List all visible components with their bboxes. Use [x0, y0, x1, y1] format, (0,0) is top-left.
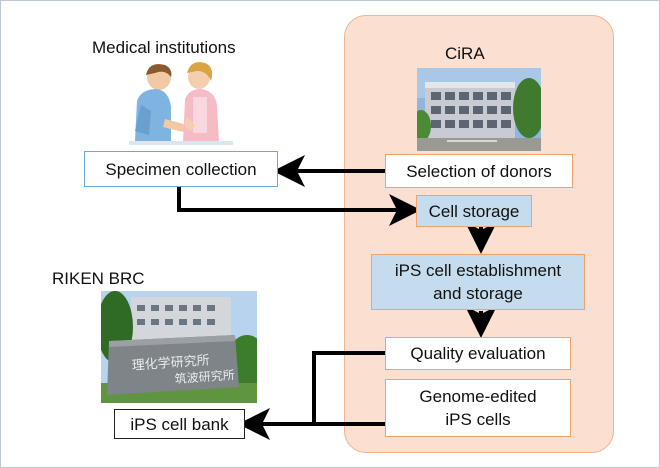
- arrow-specimen-to-storage: [177, 187, 421, 226]
- ips-cell-bank-box: iPS cell bank: [114, 409, 245, 439]
- cira-label: CiRA: [445, 44, 485, 63]
- sign-text-line1: 理化学研究所: [131, 352, 210, 373]
- selection-of-donors-box: Selection of donors: [385, 154, 573, 188]
- riken-brc-photo: 理化学研究所 筑波研究所: [101, 291, 257, 403]
- cell-storage-box: Cell storage: [416, 195, 532, 227]
- genome-edited-line2: iPS cells: [445, 410, 511, 429]
- genome-edited-line1: Genome-edited: [419, 387, 537, 406]
- medical-institutions-label: Medical institutions: [92, 38, 236, 57]
- quality-evaluation-box: Quality evaluation: [385, 337, 571, 370]
- sign-text-line2: 筑波研究所: [174, 367, 235, 386]
- line-quality-to-bank: [312, 351, 385, 424]
- ips-establishment-line1: iPS cell establishment: [394, 261, 562, 280]
- medical-staff-illustration: [129, 62, 233, 145]
- riken-brc-label: RIKEN BRC: [52, 269, 145, 288]
- specimen-collection-box: Specimen collection: [84, 151, 278, 187]
- ips-establishment-line2: and storage: [433, 284, 523, 303]
- cira-building-photo: [417, 68, 541, 151]
- genome-edited-box: Genome-edited iPS cells: [385, 379, 571, 437]
- ips-establishment-box: iPS cell establishment and storage: [371, 254, 585, 310]
